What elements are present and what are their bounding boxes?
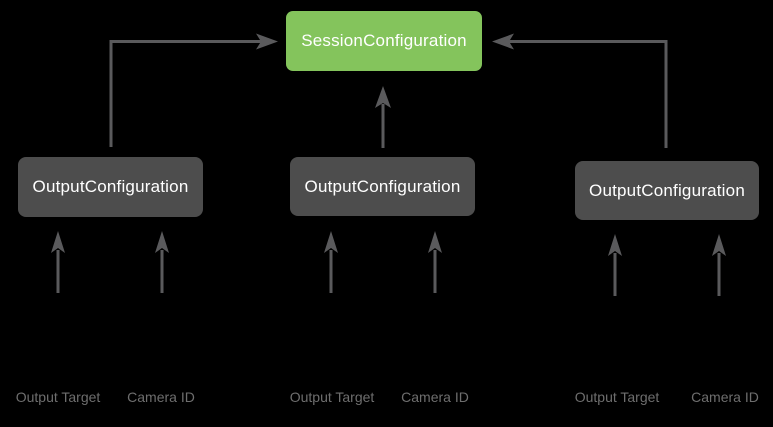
arrow-right-output-to-session xyxy=(492,33,668,148)
session-configuration-label: SessionConfiguration xyxy=(301,31,467,50)
arrow-middle-output-to-session xyxy=(375,86,391,148)
arrow-output-target-3 xyxy=(608,234,622,296)
output-target-label-3: Output Target xyxy=(574,389,660,405)
arrow-left-output-to-session xyxy=(109,33,278,147)
arrow-output-target-1 xyxy=(51,231,65,293)
camera-id-label-3: Camera ID xyxy=(691,389,759,405)
output-configuration-label-1: OutputConfiguration xyxy=(32,177,189,196)
output-configuration-box-3: OutputConfiguration xyxy=(575,161,759,220)
output-configuration-label-3: OutputConfiguration xyxy=(589,180,745,200)
output-configuration-label-2: OutputConfiguration xyxy=(304,176,461,196)
output-target-label-1: Output Target xyxy=(15,389,101,405)
arrow-camera-id-3 xyxy=(712,234,726,296)
output-target-label-2: Output Target xyxy=(289,389,375,405)
arrow-camera-id-2 xyxy=(428,231,442,293)
camera-id-label-2: Camera ID xyxy=(401,389,469,405)
output-configuration-box-1: OutputConfiguration xyxy=(18,157,203,217)
camera-id-label-1: Camera ID xyxy=(127,389,195,405)
output-configuration-box-2: OutputConfiguration xyxy=(290,157,475,216)
arrow-output-target-2 xyxy=(324,231,338,293)
arrow-camera-id-1 xyxy=(155,231,169,293)
session-configuration-box: SessionConfiguration xyxy=(286,11,482,71)
